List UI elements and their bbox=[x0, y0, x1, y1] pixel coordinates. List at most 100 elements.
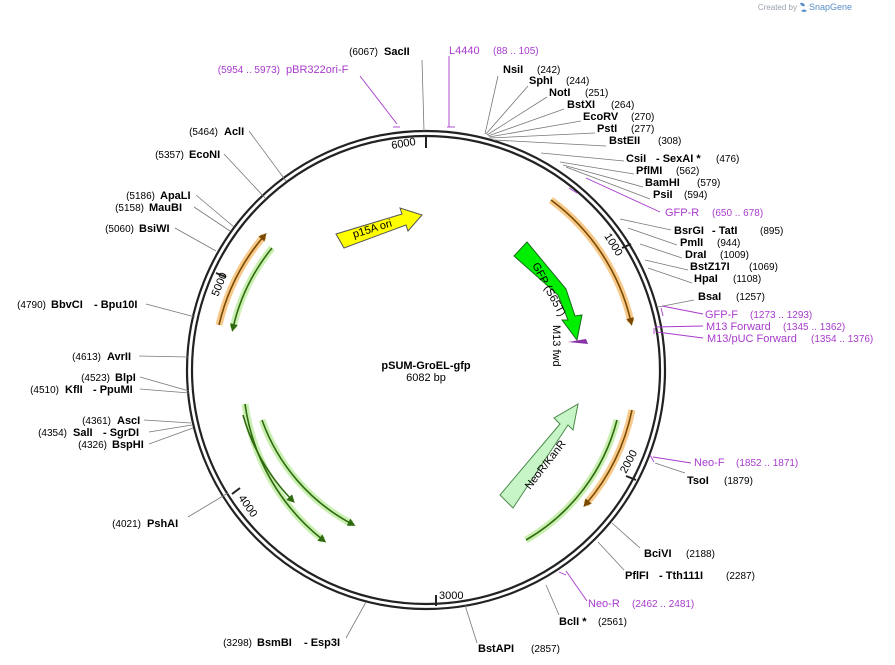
enzyme-name-pflfi[interactable]: PflFI bbox=[625, 570, 649, 582]
enzyme-name-bsteii[interactable]: BstEII bbox=[609, 135, 640, 147]
enzyme-pos-apali: (5186) bbox=[126, 191, 155, 202]
primer-name-pbr322ori-f[interactable]: pBR322ori-F bbox=[286, 64, 349, 76]
enzyme-pos-bsai: (1257) bbox=[736, 292, 765, 303]
enzyme-leaders bbox=[138, 59, 695, 644]
enzyme-pos-asci: (4361) bbox=[82, 416, 111, 427]
enzyme-name-nsii[interactable]: NsiI bbox=[503, 64, 523, 76]
enzyme-pos-bsrgi: (895) bbox=[760, 226, 783, 237]
enzyme-name-bstxi[interactable]: BstXI bbox=[567, 99, 595, 111]
enzyme-name-psii[interactable]: PsiI bbox=[653, 189, 673, 201]
enzyme-name-bcivi[interactable]: BciVI bbox=[644, 548, 672, 560]
primer-range-l4440: (88 .. 105) bbox=[493, 46, 539, 57]
primer-name-neo-r[interactable]: Neo-R bbox=[588, 598, 620, 610]
enzyme-pos-bcli: (2561) bbox=[598, 617, 627, 628]
enzyme-alt-tth111i[interactable]: - Tth111I bbox=[659, 570, 703, 582]
tick-6000: 6000 bbox=[390, 136, 416, 152]
enzyme-name-csii[interactable]: CsiI bbox=[626, 153, 646, 165]
enzyme-name-blpi[interactable]: BlpI bbox=[115, 372, 136, 384]
enzyme-name-bsrgi[interactable]: BsrGI bbox=[674, 225, 704, 237]
enzyme-name-noti[interactable]: NotI bbox=[549, 87, 570, 99]
enzyme-name-psti[interactable]: PstI bbox=[597, 123, 617, 135]
enzyme-pos-bsteii: (308) bbox=[658, 136, 681, 147]
enzyme-pos-acli: (5464) bbox=[189, 127, 218, 138]
enzyme-name-bsphi[interactable]: BspHI bbox=[112, 439, 144, 451]
enzyme-name-pshai[interactable]: PshAI bbox=[147, 518, 178, 530]
enzyme-name-hpai[interactable]: HpaI bbox=[694, 273, 718, 285]
enzyme-pos-nsii: (242) bbox=[537, 65, 560, 76]
enzyme-alt-sgrdi[interactable]: - SgrDI bbox=[103, 427, 139, 439]
enzyme-alt-ppumi[interactable]: - PpuMI bbox=[93, 384, 133, 396]
enzyme-pos-bstz17i: (1069) bbox=[749, 262, 778, 273]
enzyme-pos-bsiwi: (5060) bbox=[105, 224, 134, 235]
enzyme-name-sali[interactable]: SalI bbox=[73, 427, 93, 439]
enzyme-pos-bstxi: (264) bbox=[611, 100, 634, 111]
enzyme-name-apali[interactable]: ApaLI bbox=[160, 190, 191, 202]
enzyme-pos-hpai: (1108) bbox=[733, 274, 761, 285]
enzyme-name-bcli[interactable]: BclI * bbox=[559, 616, 587, 628]
enzyme-alt-tati[interactable]: - TatI bbox=[712, 225, 737, 237]
primer-range-gfp-f: (1273 .. 1293) bbox=[750, 310, 812, 321]
primer-range-neo-r: (2462 .. 2481) bbox=[632, 599, 694, 610]
enzyme-name-drai[interactable]: DraI bbox=[685, 249, 706, 261]
plasmid-name: pSUM-GroEL-gfp bbox=[381, 360, 470, 372]
enzyme-pos-pflmi: (562) bbox=[676, 166, 699, 177]
enzyme-name-sacii[interactable]: SacII bbox=[384, 46, 410, 58]
credit-brand: SnapGene bbox=[809, 2, 852, 12]
primer-name-m13-forward[interactable]: M13 Forward bbox=[706, 321, 771, 333]
enzyme-pos-drai: (1009) bbox=[720, 250, 749, 261]
enzyme-pos-pmli: (944) bbox=[717, 238, 740, 249]
enzyme-pos-bbvci: (4790) bbox=[17, 300, 46, 311]
enzyme-name-econi[interactable]: EcoNI bbox=[189, 149, 220, 161]
tick-3000: 3000 bbox=[439, 590, 463, 602]
enzyme-name-acli[interactable]: AclI bbox=[224, 126, 244, 138]
enzyme-alt-esp3i[interactable]: - Esp3I bbox=[304, 637, 340, 649]
enzyme-pos-sphi: (244) bbox=[566, 76, 589, 87]
primer-name-neo-f[interactable]: Neo-F bbox=[694, 457, 725, 469]
enzyme-name-bsiwi[interactable]: BsiWI bbox=[139, 223, 170, 235]
primer-range-pbr322ori-f: (5954 .. 5973) bbox=[218, 65, 280, 76]
enzyme-pos-blpi: (4523) bbox=[81, 373, 110, 384]
enzyme-name-pmli[interactable]: PmlI bbox=[680, 237, 703, 249]
enzyme-name-pflmi[interactable]: PflMI bbox=[636, 165, 662, 177]
enzyme-alt-sexai[interactable]: - SexAI * bbox=[656, 153, 701, 165]
feature-label-m13-fwd: M13 fwd bbox=[550, 325, 562, 367]
primer-name-m13-puc-forward[interactable]: M13/pUC Forward bbox=[707, 333, 797, 345]
primer-name-gfp-r[interactable]: GFP-R bbox=[665, 207, 699, 219]
credit-prefix: Created by bbox=[758, 3, 797, 12]
feature-m13-fwd: M13 fwd bbox=[550, 325, 588, 367]
primer-range-gfp-r: (650 .. 678) bbox=[712, 208, 763, 219]
primer-name-gfp-f[interactable]: GFP-F bbox=[705, 309, 738, 321]
enzyme-pos-bstapi: (2857) bbox=[531, 644, 560, 655]
enzyme-pos-bcivi: (2188) bbox=[686, 549, 715, 560]
enzyme-name-bbvci[interactable]: BbvCI bbox=[51, 299, 83, 311]
enzyme-name-asci[interactable]: AscI bbox=[117, 415, 140, 427]
enzyme-pos-psti: (277) bbox=[631, 124, 654, 135]
enzyme-pos-sacii: (6067) bbox=[349, 47, 378, 58]
enzyme-pos-psii: (594) bbox=[684, 190, 707, 201]
enzyme-name-bsmbi[interactable]: BsmBI bbox=[257, 637, 292, 649]
primer-name-l4440[interactable]: L4440 bbox=[449, 45, 480, 57]
primer-range-neo-f: (1852 .. 1871) bbox=[736, 458, 798, 469]
enzyme-pos-bamhi: (579) bbox=[697, 178, 720, 189]
enzyme-name-bsai[interactable]: BsaI bbox=[698, 291, 721, 303]
enzyme-name-avrii[interactable]: AvrII bbox=[107, 351, 131, 363]
enzyme-pos-sali: (4354) bbox=[38, 428, 67, 439]
enzyme-pos-pflfi: (2287) bbox=[726, 571, 755, 582]
enzyme-name-kfli[interactable]: KflI bbox=[65, 384, 83, 396]
enzyme-name-bamhi[interactable]: BamHI bbox=[645, 177, 680, 189]
enzyme-name-maubi[interactable]: MauBI bbox=[149, 202, 182, 214]
enzyme-alt-bpu10i[interactable]: - Bpu10I bbox=[94, 299, 137, 311]
enzyme-name-bstz17i[interactable]: BstZ17I bbox=[690, 261, 730, 273]
enzyme-name-bstapi[interactable]: BstAPI bbox=[478, 643, 514, 655]
enzyme-pos-noti: (251) bbox=[585, 88, 608, 99]
enzyme-pos-csii: (476) bbox=[716, 154, 739, 165]
enzyme-pos-ecorv: (270) bbox=[631, 112, 654, 123]
enzyme-pos-pshai: (4021) bbox=[112, 519, 141, 530]
enzyme-name-tsoi[interactable]: TsoI bbox=[687, 475, 709, 487]
primer-range-m13-forward: (1345 .. 1362) bbox=[783, 322, 845, 333]
enzyme-name-sphi[interactable]: SphI bbox=[529, 75, 553, 87]
enzyme-name-ecorv[interactable]: EcoRV bbox=[583, 111, 619, 123]
primer-leaders bbox=[359, 56, 704, 602]
